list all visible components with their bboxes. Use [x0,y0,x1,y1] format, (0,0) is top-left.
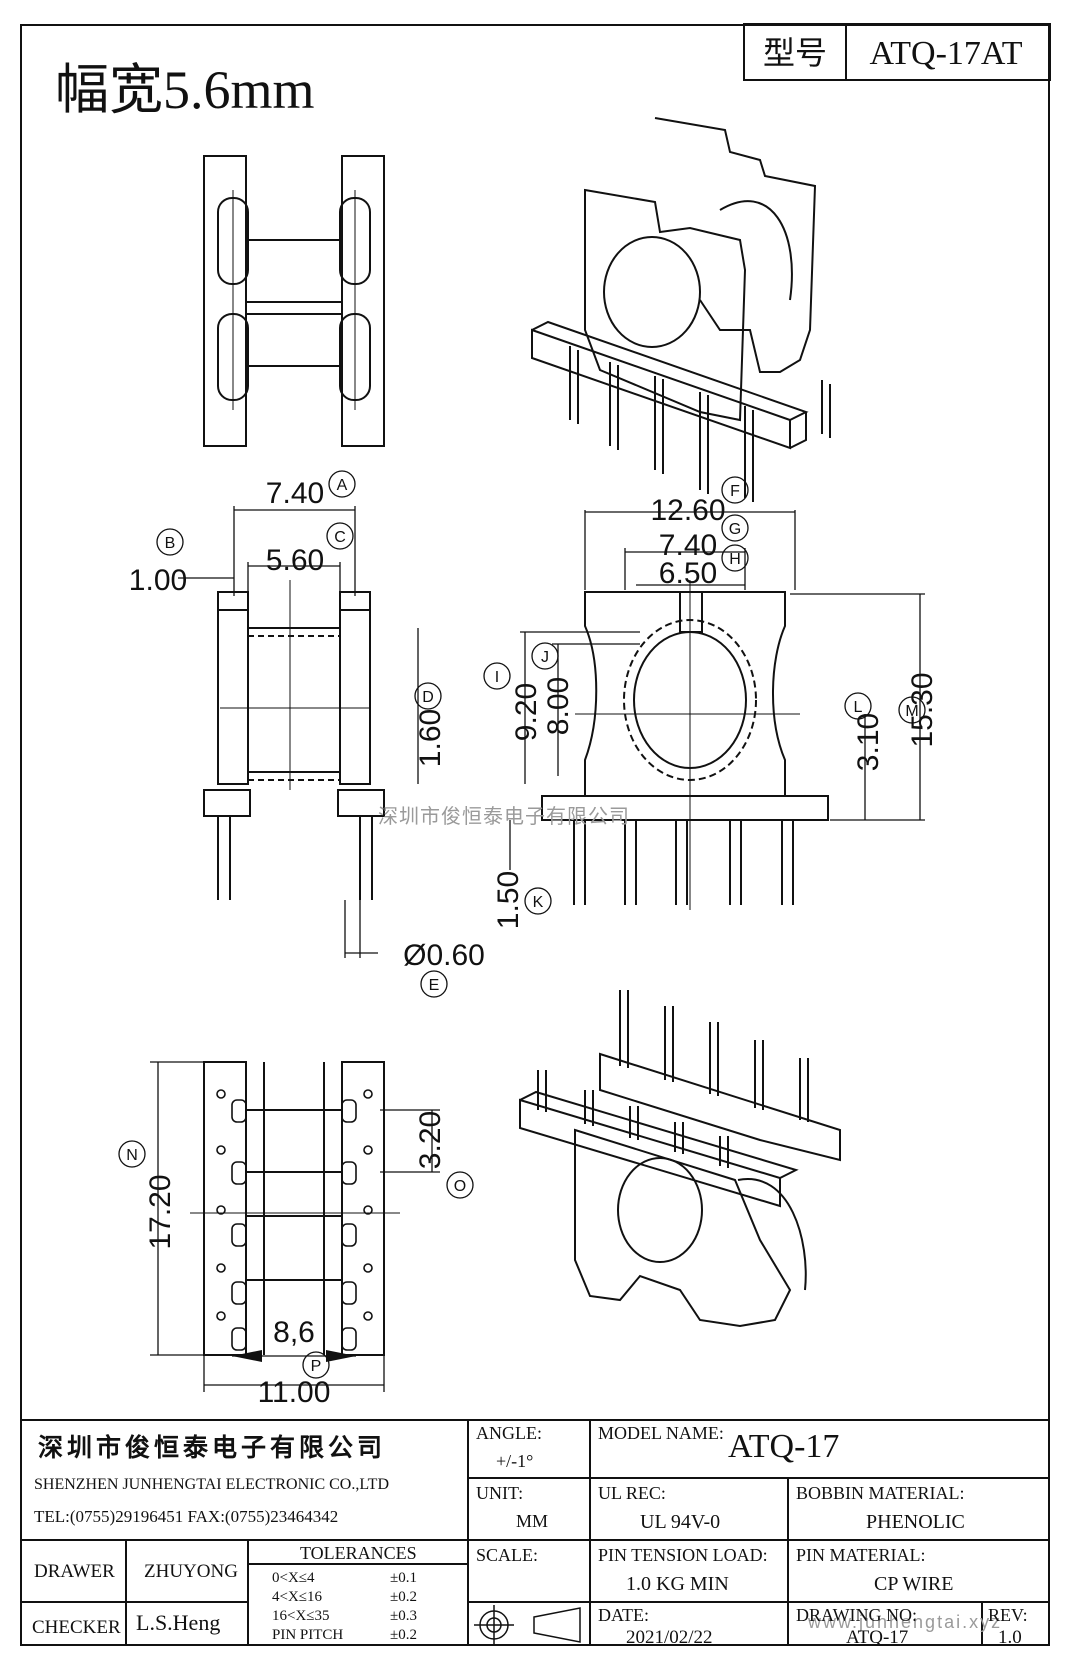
dimension-arrows [232,1350,356,1362]
bobbin-material-value: PHENOLIC [866,1511,965,1533]
date-value: 2021/02/22 [626,1627,713,1648]
dim-b: 1.00 [129,564,187,597]
tolerance-range-2: 4<X≤16 [272,1589,323,1605]
dim-h: 6.50 [659,557,717,590]
tag-l: L [854,699,863,716]
unit-value: MM [516,1511,549,1531]
model-box [743,23,1051,81]
dim-j: 8.00 [542,677,575,735]
angle-label: ANGLE: [476,1423,542,1443]
dim-a: 7.40 [266,477,324,510]
company-name-cn: 深圳市俊恒泰电子有限公司 [38,1433,387,1462]
model-name-label: MODEL NAME: [598,1423,724,1443]
tag-j: J [541,649,549,666]
tolerance-value-2: ±0.2 [390,1589,417,1605]
pin-material-label: PIN MATERIAL: [796,1545,926,1565]
tag-m: M [905,703,918,720]
tag-b: B [165,535,176,552]
pin-material-value: CP WIRE [874,1573,954,1595]
ul-rec-value: UL 94V-0 [640,1511,721,1533]
tolerance-range-3: 16<X≤35 [272,1608,330,1624]
pin-tension-label: PIN TENSION LOAD: [598,1545,768,1565]
drawing-no-value: ATQ-17 [846,1627,909,1648]
tag-k: K [533,894,544,911]
iso-view-bottom [519,990,841,1328]
front-view [541,580,829,910]
checker-value: L.S.Heng [136,1610,221,1635]
tag-f: F [730,483,740,500]
tag-g: G [729,521,741,538]
tolerance-value-3: ±0.3 [390,1608,417,1624]
dim-l: 3.10 [852,713,885,771]
dim-c: 5.60 [266,544,324,577]
tolerance-value-1: ±0.1 [390,1570,417,1586]
dim-p: 8,6 [273,1316,315,1349]
ul-rec-label: UL REC: [598,1483,666,1503]
dimension-lines [150,506,925,1392]
reference-tags [118,470,926,1379]
drawer-value: ZHUYONG [144,1561,238,1582]
dim-k: 1.50 [492,871,525,929]
tag-n: N [126,1147,138,1164]
watermark-center: 深圳市俊恒泰电子有限公司 [378,806,630,828]
dim-o: 3.20 [414,1111,447,1169]
drawing-frame [20,24,1050,1646]
dim-d: 1.60 [414,709,447,767]
rev-label: REV: [988,1605,1028,1625]
watermark-corner: www.junhengtai.xyz [808,1612,1003,1632]
bobbin-material-label: BOBBIN MATERIAL: [796,1483,965,1503]
scale-label: SCALE: [476,1545,539,1565]
tag-c: C [334,529,346,546]
tolerances-label: TOLERANCES [300,1543,417,1563]
tag-d: D [422,689,434,706]
dim-q: 11.00 [258,1376,331,1409]
dim-m: 15.30 [906,672,939,747]
tolerance-range-4: PIN PITCH [272,1627,344,1643]
model-label: 型号 [763,35,827,71]
width-note: 幅宽5.6mm [55,60,315,120]
dim-i: 9.20 [510,683,543,741]
tag-e: E [429,977,440,994]
tag-h: H [729,551,741,568]
side-view [203,580,385,900]
rev-value: 1.0 [998,1627,1022,1648]
top-view [203,155,385,447]
unit-label: UNIT: [476,1483,524,1503]
tag-p: P [311,1358,322,1375]
dim-f: 12.60 [650,494,725,527]
angle-value: +/-1° [496,1451,534,1471]
dim-n: 17.20 [144,1174,177,1249]
tag-a: A [337,477,348,494]
company-contact: TEL:(0755)29196451 FAX:(0755)23464342 [34,1507,339,1526]
model-code: ATQ-17AT [870,35,1023,72]
bottom-view [190,1061,400,1356]
date-label: DATE: [598,1605,649,1625]
title-block-grid [20,1419,1050,1646]
tolerance-value-4: ±0.2 [390,1627,417,1643]
dim-g: 7.40 [659,529,717,562]
tolerance-range-1: 0<X≤4 [272,1570,315,1586]
drawer-label: DRAWER [34,1561,115,1582]
company-name-en: SHENZHEN JUNHENGTAI ELECTRONIC CO.,LTD [34,1476,389,1493]
drawing-no-label: DRAWING NO: [796,1605,918,1625]
pin-tension-value: 1.0 KG MIN [626,1573,729,1595]
model-name-value: ATQ-17 [728,1428,840,1465]
tag-o: O [454,1178,466,1195]
tag-i: I [495,669,499,686]
projection-symbol [474,1605,581,1645]
checker-label: CHECKER [32,1617,121,1638]
iso-view-top [531,117,831,502]
dim-e: Ø0.60 [403,939,485,972]
